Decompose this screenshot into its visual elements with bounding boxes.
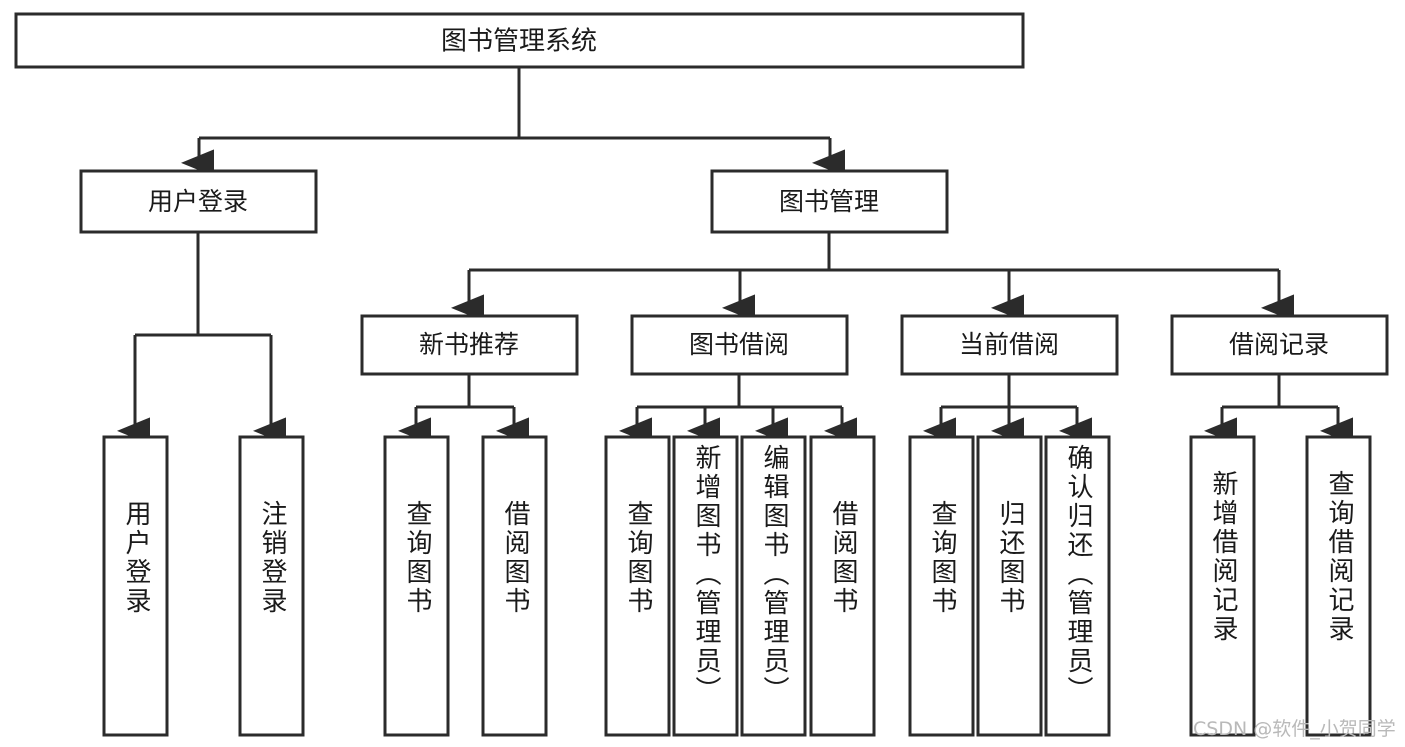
- leaf-query-book-2-box[interactable]: [604, 435, 671, 737]
- leaf-borrow-book-1-box[interactable]: [481, 435, 548, 737]
- node-borrow-record-box: [1170, 314, 1389, 376]
- leaf-query-book-3-label: 查询图书: [927, 500, 958, 616]
- node-root[interactable]: 图书管理系统: [14, 12, 1025, 69]
- leaf-borrow-book-2-box[interactable]: [809, 435, 876, 737]
- node-user-login[interactable]: 用户登录: [79, 169, 318, 234]
- node-current-borrow-label: 当前借阅: [959, 330, 1059, 359]
- node-book-manage[interactable]: 图书管理: [710, 169, 949, 234]
- leaf-query-record-box[interactable]: [1305, 435, 1372, 737]
- node-user-login-label: 用户登录: [148, 187, 248, 216]
- connector-currentborrow-to-leaves: [923, 374, 1092, 445]
- leaf-add-book-label: 新增图书（管理员）: [691, 444, 722, 705]
- node-current-borrow-box: [900, 314, 1119, 376]
- node-root-box: [14, 12, 1025, 69]
- leaf-user-login-label: 用户登录: [121, 500, 152, 616]
- leaf-user-login-box[interactable]: [102, 435, 169, 737]
- node-book-borrow[interactable]: 图书借阅: [630, 314, 849, 376]
- connector-userlogin-to-leaves: [117, 232, 286, 445]
- leaf-query-book-2-label: 查询图书: [623, 500, 654, 616]
- leaf-return-book-label: 归还图书: [995, 500, 1026, 616]
- node-book-borrow-label: 图书借阅: [689, 330, 789, 359]
- node-current-borrow[interactable]: 当前借阅: [900, 314, 1119, 376]
- node-new-book-recommend[interactable]: 新书推荐: [360, 314, 579, 376]
- leaf-add-book-box[interactable]: [672, 435, 739, 737]
- node-user-login-box: [79, 169, 318, 234]
- leaf-edit-book-box[interactable]: [740, 435, 807, 737]
- leaf-query-book-3-box[interactable]: [908, 435, 975, 737]
- leaf-add-record-label: 新增借阅记录: [1208, 470, 1239, 644]
- leaf-return-book-box[interactable]: [976, 435, 1043, 737]
- node-borrow-record-label: 借阅记录: [1229, 330, 1329, 359]
- leaf-query-record-label: 查询借阅记录: [1324, 470, 1355, 644]
- node-book-borrow-box: [630, 314, 849, 376]
- leaf-boxes: [102, 435, 1372, 737]
- csdn-watermark: CSDN @软件_小贺同学: [1193, 718, 1396, 740]
- leaf-query-book-1-label: 查询图书: [402, 500, 433, 616]
- leaf-borrow-book-2-label: 借阅图书: [828, 500, 859, 616]
- node-book-manage-label: 图书管理: [779, 187, 879, 216]
- node-borrow-record[interactable]: 借阅记录: [1170, 314, 1389, 376]
- leaf-query-book-1-box[interactable]: [383, 435, 450, 737]
- leaf-logout-login-box[interactable]: [238, 435, 305, 737]
- node-new-book-recommend-box: [360, 314, 579, 376]
- connector-bookborrow-to-leaves: [619, 374, 857, 445]
- leaf-confirm-return-box[interactable]: [1044, 435, 1111, 737]
- leaf-edit-book-label: 编辑图书（管理员）: [759, 444, 790, 705]
- leaf-add-record-box[interactable]: [1189, 435, 1256, 737]
- connector-newbook-to-leaves: [398, 374, 529, 445]
- connector-borrowrecord-to-leaves: [1204, 374, 1353, 445]
- leaf-borrow-book-1-label: 借阅图书: [500, 500, 531, 616]
- node-root-label: 图书管理系统: [441, 27, 597, 57]
- node-new-book-recommend-label: 新书推荐: [419, 330, 519, 359]
- connector-root-to-level2: [181, 67, 845, 177]
- leaf-logout-login-label: 注销登录: [257, 500, 288, 616]
- leaf-confirm-return-label: 确认归还（管理员）: [1063, 444, 1094, 705]
- connector-bookmanage-to-level3: [451, 232, 1294, 322]
